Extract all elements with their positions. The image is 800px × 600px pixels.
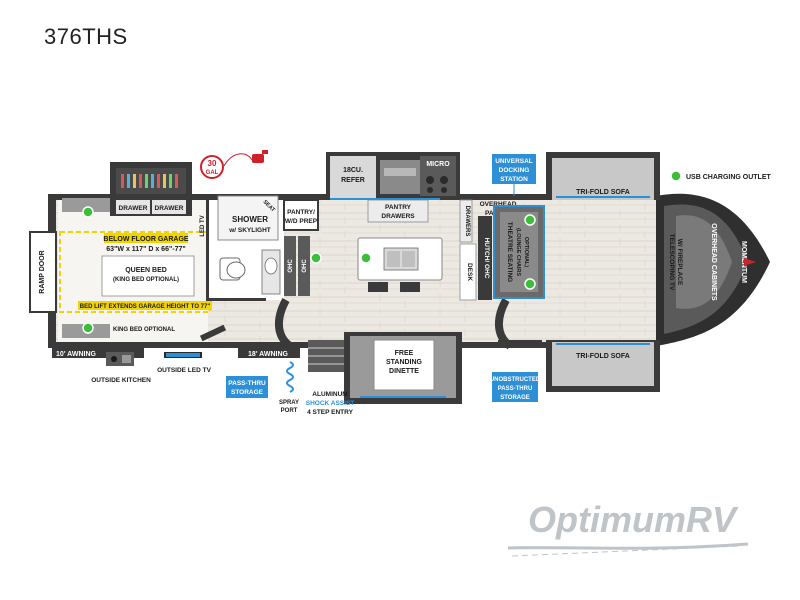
outside-kitchen-icon bbox=[106, 352, 134, 366]
fuel-station-callout: 30 GAL bbox=[200, 150, 268, 179]
unobstructed-storage-callout: UNOBSTRUCTED PASS-THRU STORAGE bbox=[490, 372, 541, 402]
bathroom: LED TV SHOWER w/ SKYLIGHT SEAT bbox=[199, 195, 284, 342]
universal-docking-label-3: STATION bbox=[500, 176, 528, 183]
model-number: 376THS bbox=[44, 24, 128, 49]
pass-thru-storage-callout: PASS-THRU STORAGE bbox=[226, 376, 268, 398]
garage-title-bg bbox=[104, 233, 188, 243]
overhead-pantry-label-1: OVERHEAD bbox=[480, 201, 517, 208]
gal-number: 30 bbox=[208, 159, 217, 168]
drawers-label: DRAWERS bbox=[464, 206, 470, 237]
refer-label-2: REFER bbox=[341, 177, 365, 184]
toilet-icon bbox=[219, 257, 246, 281]
shower-label: SHOWER bbox=[232, 215, 268, 224]
pantry-wd-label-1: PANTRY/ bbox=[287, 209, 315, 216]
ramp-door-label: RAMP DOOR bbox=[39, 250, 46, 293]
stove-icon bbox=[426, 176, 448, 193]
unobstructed-label-1: UNOBSTRUCTED bbox=[490, 377, 541, 383]
spray-hose-icon bbox=[286, 361, 294, 393]
usb-charging-icon bbox=[82, 322, 94, 334]
ohc-label-1: OHC bbox=[288, 259, 294, 273]
theatre-seating: THEATRE SEATING (LOUNGE CHAIRS OPTIONAL) bbox=[493, 205, 545, 299]
refer-label-1: 18CU. bbox=[343, 167, 363, 174]
spray-port-label-1: SPRAY bbox=[279, 400, 299, 406]
overhead-cabinets-label: OVERHEAD CABINETS bbox=[710, 223, 717, 301]
usb-charging-icon bbox=[310, 252, 322, 264]
bed-lift-label: BED LIFT EXTENDS GARAGE HEIGHT TO 77" bbox=[80, 304, 211, 310]
pantry-wd-label-2: W/D PREP bbox=[285, 218, 318, 225]
usb-charging-icon bbox=[82, 206, 94, 218]
pass-thru-label-1: PASS-THRU bbox=[228, 380, 266, 387]
trifold-sofa-bottom-label: TRI-FOLD SOFA bbox=[576, 353, 630, 360]
garage-area: BELOW FLOOR GARAGE 63"W x 117" D x 66"-7… bbox=[58, 198, 212, 342]
hutch-ohc-label: HUTCH/ OHC bbox=[483, 238, 490, 279]
cap-logo: MOMENTUM bbox=[740, 241, 747, 283]
micro-label: MICRO bbox=[426, 161, 450, 168]
outside-kitchen-label: OUTSIDE KITCHEN bbox=[91, 377, 151, 384]
lounge-chairs-label-2: OPTIONAL) bbox=[523, 237, 529, 267]
free-standing-label-2: STANDING bbox=[386, 359, 423, 366]
unobstructed-label-3: STORAGE bbox=[500, 395, 530, 401]
bed-lift-bg bbox=[78, 301, 212, 310]
kitchen-sink-icon bbox=[383, 247, 419, 271]
pantry-drawers-label-1: PANTRY bbox=[385, 204, 412, 211]
fuel-nozzle-icon bbox=[252, 150, 268, 163]
universal-docking-label-2: DOCKING bbox=[499, 167, 530, 174]
telescoping-tv-label-1: TELESCOPING TV bbox=[668, 234, 675, 291]
awning-10-label: 10' AWNING bbox=[56, 351, 96, 358]
ohc-label-2: OHC bbox=[302, 259, 308, 273]
free-standing-label-1: FREE bbox=[395, 350, 414, 357]
usb-charging-icon bbox=[670, 170, 682, 182]
kitchen-island bbox=[357, 237, 443, 292]
dinette-slide: FREE STANDING DINETTE bbox=[344, 332, 462, 404]
drawer-right-label: DRAWER bbox=[155, 205, 184, 212]
aluminum-label-3: 4 STEP ENTRY bbox=[307, 409, 354, 416]
lounge-chairs-label-1: (LOUNGE CHAIRS bbox=[515, 228, 521, 276]
kitchen-slide: 18CU. REFER MICRO PANTRY DRAWERS bbox=[326, 152, 460, 223]
usb-charging-icon bbox=[360, 252, 372, 264]
garage-title: BELOW FLOOR GARAGE bbox=[103, 236, 188, 243]
spray-port: SPRAY PORT bbox=[279, 361, 299, 414]
usb-legend: USB CHARGING OUTLET bbox=[670, 170, 772, 182]
usb-legend-label: USB CHARGING OUTLET bbox=[686, 174, 772, 181]
led-tv-bath-label: LED TV bbox=[200, 215, 206, 236]
watermark: OptimumRV bbox=[507, 499, 749, 557]
spray-port-label-2: PORT bbox=[281, 408, 298, 414]
theatre-seating-label: THEATRE SEATING bbox=[506, 222, 513, 282]
bath-sink-icon bbox=[261, 249, 281, 295]
watermark-text: OptimumRV bbox=[528, 499, 739, 540]
queen-bed-label: QUEEN BED bbox=[125, 267, 167, 274]
unobstructed-label-2: PASS-THRU bbox=[498, 386, 533, 392]
universal-docking-callout: UNIVERSAL DOCKING STATION bbox=[492, 154, 536, 196]
universal-docking-label-1: UNIVERSAL bbox=[495, 158, 533, 165]
desk-label: DESK bbox=[466, 263, 473, 281]
aluminum-label-2: SHOCK ASSIST bbox=[306, 400, 355, 407]
king-bed-optional-label: KING BED OPTIONAL bbox=[113, 327, 175, 333]
drawer-cabinet: DRAWER DRAWER bbox=[110, 162, 192, 216]
outside-led-tv-label: OUTSIDE LED TV bbox=[157, 367, 211, 374]
drawer-left-label: DRAWER bbox=[119, 205, 148, 212]
outside-tv-icon bbox=[164, 352, 202, 358]
usb-charging-icon bbox=[524, 214, 536, 226]
trifold-sofa-top-label: TRI-FOLD SOFA bbox=[576, 189, 630, 196]
gal-unit: GAL bbox=[206, 170, 219, 176]
aluminum-step-callout: ALUMINUM SHOCK ASSIST 4 STEP ENTRY bbox=[306, 391, 355, 416]
aluminum-label-1: ALUMINUM bbox=[312, 391, 347, 398]
free-standing-label-3: DINETTE bbox=[389, 368, 419, 375]
exterior-features: 10' AWNING 18' AWNING OUTSIDE KITCHEN OU… bbox=[52, 340, 542, 384]
pantry-drawers-label-2: DRAWERS bbox=[381, 213, 415, 220]
telescoping-tv-label-2: W/ FIREPLACE bbox=[676, 239, 683, 286]
king-bed-paren: (KING BED OPTIONAL) bbox=[113, 277, 179, 283]
pass-thru-label-2: STORAGE bbox=[231, 389, 264, 396]
ramp-door: RAMP DOOR bbox=[29, 231, 57, 313]
awning-18-label: 18' AWNING bbox=[248, 351, 288, 358]
pantry-wd: PANTRY/ W/D PREP OHC OHC bbox=[283, 199, 322, 296]
desk-hutch: DRAWERS DESK HUTCH/ OHC OVERHEAD PANTRY bbox=[459, 199, 517, 301]
usb-charging-icon bbox=[524, 278, 536, 290]
living-area: TRI-FOLD SOFA TRI-FOLD SOFA TELESCOPING … bbox=[546, 152, 717, 392]
skylight-label: w/ SKYLIGHT bbox=[228, 227, 271, 234]
entry-steps bbox=[308, 340, 344, 372]
garage-dims: 63"W x 117" D x 66"-77" bbox=[106, 246, 185, 253]
